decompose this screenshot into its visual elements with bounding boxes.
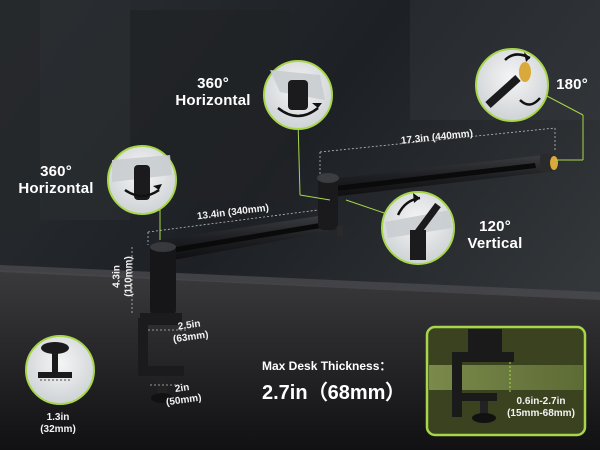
callout-end-degrees: 180° bbox=[556, 76, 588, 93]
callout-mid-label: 120° Vertical bbox=[455, 218, 535, 253]
callout-mid-axis: Vertical bbox=[467, 235, 523, 253]
callout-circle-knob bbox=[25, 335, 95, 405]
dim-knob: 1.3in (32mm) bbox=[40, 412, 76, 435]
callout-top-axis: Horizontal bbox=[175, 92, 251, 110]
brass-thread bbox=[550, 156, 558, 170]
callout-left-degrees: 360° bbox=[40, 163, 72, 180]
desk-thickness-value: 2.7in（68mm） bbox=[262, 382, 406, 404]
inset-range-label: 0.6in-2.7in (15mm-68mm) bbox=[507, 396, 575, 419]
callout-end-label: 180° bbox=[550, 76, 594, 93]
callout-circle-mid bbox=[381, 191, 455, 265]
callout-left-axis: Horizontal bbox=[18, 180, 94, 198]
clamp-knob bbox=[151, 393, 173, 403]
callout-circle-top bbox=[263, 60, 333, 130]
callout-mid-degrees: 120° bbox=[479, 218, 511, 235]
callout-left-label: 360° Horizontal bbox=[10, 163, 102, 198]
dimension-lines bbox=[131, 127, 556, 386]
callout-top-label: 360° Horizontal bbox=[158, 75, 268, 110]
desk-thickness-inset bbox=[425, 325, 587, 437]
callout-circle-left bbox=[107, 145, 177, 215]
elbow-joint bbox=[318, 175, 338, 230]
clamp-top bbox=[140, 313, 182, 325]
callout-top-degrees: 360° bbox=[197, 75, 229, 92]
desk-thickness-title: Max Desk Thickness： bbox=[262, 359, 392, 373]
dim-riser-height: 4.3in (110mm) bbox=[111, 256, 135, 297]
callout-leaders bbox=[159, 94, 584, 240]
callout-circle-end bbox=[475, 48, 549, 122]
riser-post bbox=[150, 245, 176, 315]
